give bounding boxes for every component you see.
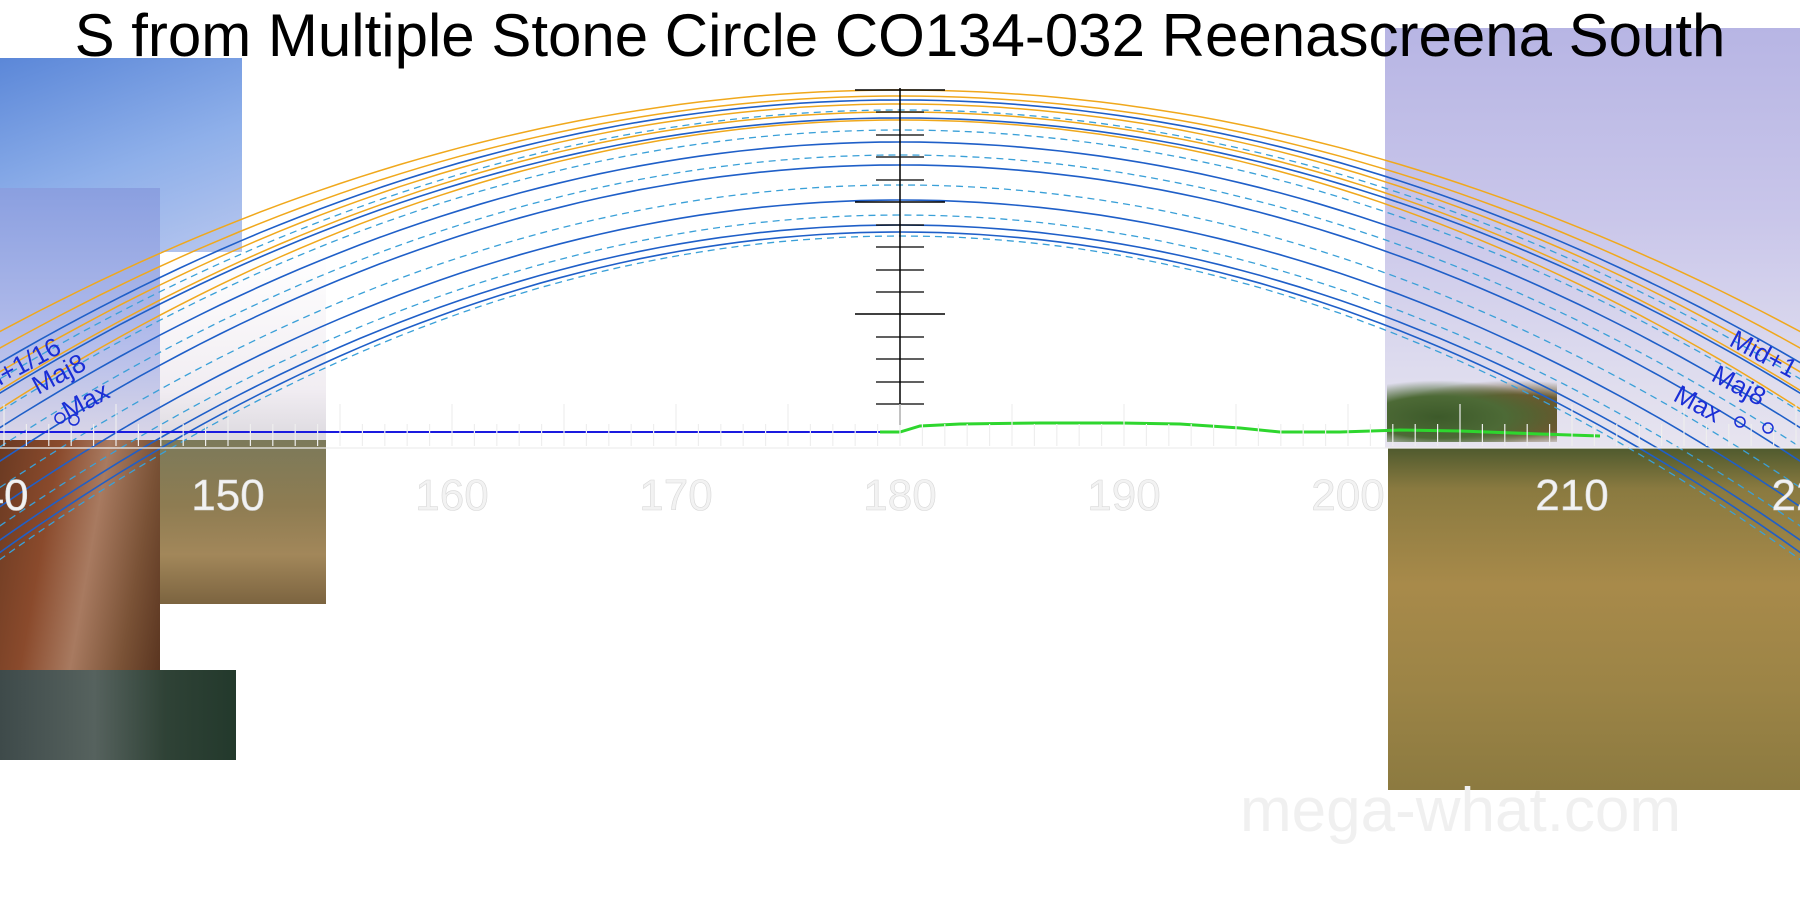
rise-marker-left-2 — [68, 414, 80, 426]
azimuth-label-150: 150 — [191, 471, 264, 520]
moon-dashed-arc-3 — [0, 154, 1800, 448]
azimuth-label-190: 190 — [1087, 471, 1160, 520]
set-marker-right-1 — [1734, 416, 1746, 428]
stone-photo-2 — [160, 440, 326, 604]
moon-dashed-arc-5 — [0, 214, 1800, 527]
stone-photo — [0, 440, 160, 670]
rise-marker-left-1 — [54, 412, 66, 424]
photo-right-sky — [1385, 28, 1800, 448]
set-marker-right-2 — [1762, 422, 1774, 434]
azimuth-label-170: 170 — [639, 471, 712, 520]
page-title: S from Multiple Stone Circle CO134-032 R… — [74, 2, 1726, 69]
azimuth-label-160: 160 — [415, 471, 488, 520]
skyline-profile — [880, 421, 1601, 438]
azimuth-label-210: 210 — [1535, 471, 1608, 520]
stone-photo-3 — [0, 670, 236, 760]
watermark: mega-what.com — [1240, 776, 1682, 845]
azimuth-label-220: 22 — [1772, 471, 1800, 520]
azimuth-label-200: 200 — [1311, 471, 1384, 520]
moon-dashed-arc-2 — [0, 129, 1800, 413]
azimuth-label-180: 180 — [863, 471, 936, 520]
azimuth-label-140: 40 — [0, 471, 28, 520]
